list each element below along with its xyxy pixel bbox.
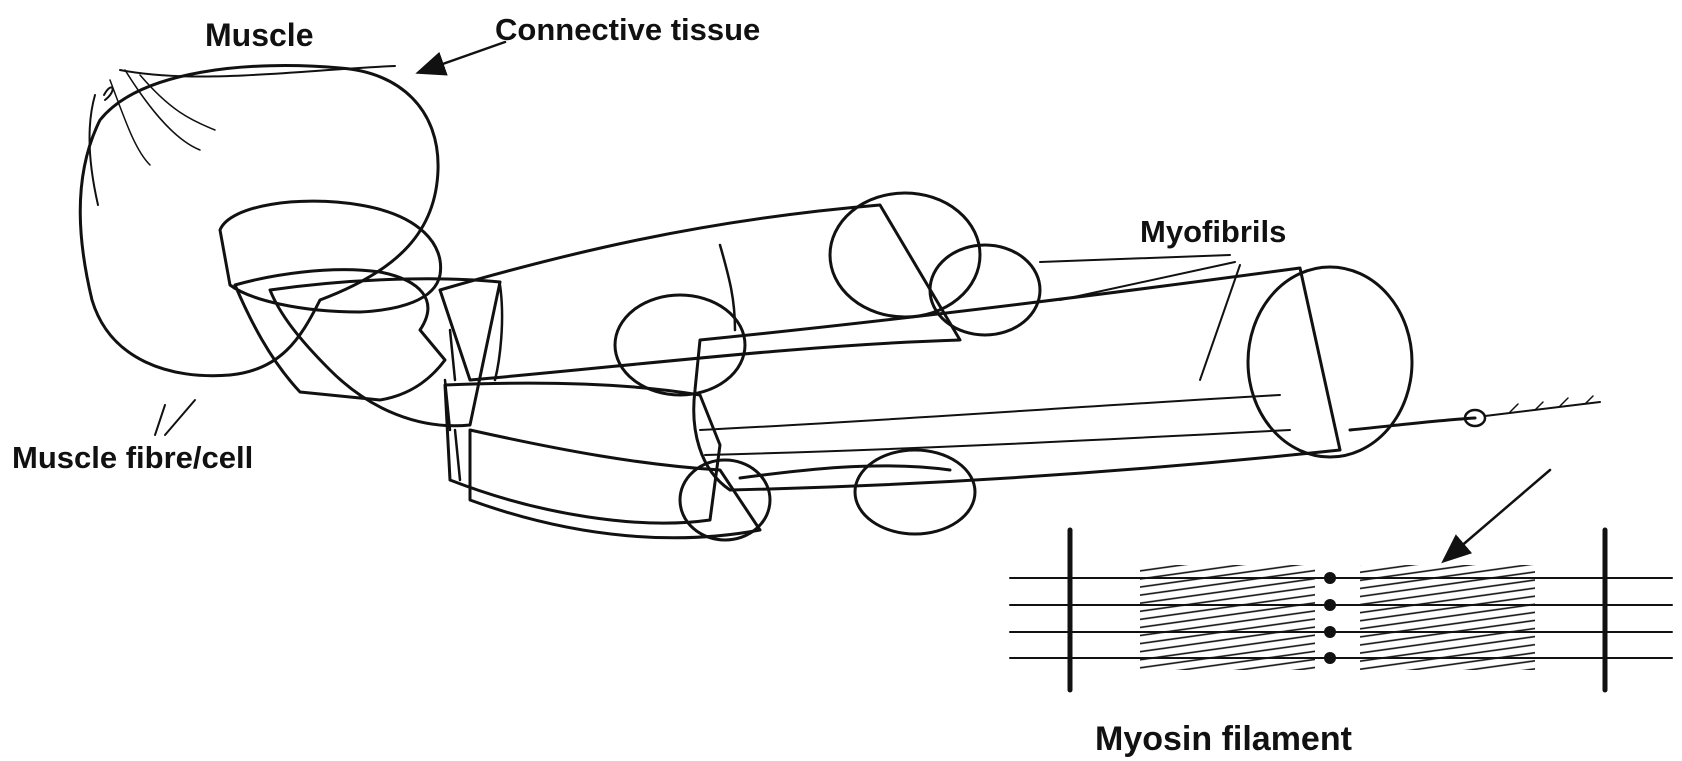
label-myofibrils: Myofibrils bbox=[1140, 214, 1286, 249]
sarcomere-schematic bbox=[1010, 530, 1672, 690]
label-connective-tissue: Connective tissue bbox=[495, 12, 760, 47]
muscle-bundle bbox=[80, 66, 438, 376]
muscle-fibres bbox=[440, 193, 1040, 540]
label-muscle: Muscle bbox=[205, 17, 313, 53]
filament-strand bbox=[1350, 396, 1600, 430]
fibre-cone bbox=[270, 279, 500, 426]
thick-filaments bbox=[1140, 565, 1535, 670]
label-muscle-fibre-cell: Muscle fibre/cell bbox=[12, 440, 253, 475]
label-myosin-filament: Myosin filament bbox=[1095, 720, 1352, 758]
myofibril-cylinder bbox=[694, 267, 1412, 490]
